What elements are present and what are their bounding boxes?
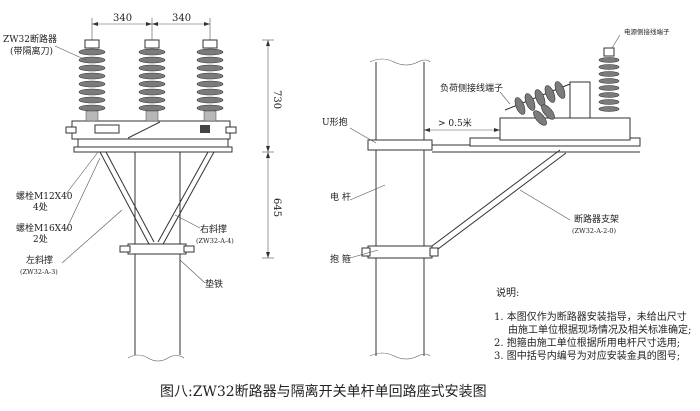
inclined-insulator <box>504 81 571 126</box>
dim-top-right: 340 <box>172 13 191 24</box>
u-bolt <box>367 139 433 151</box>
hoop-side <box>367 245 433 259</box>
label-washer: 垫铁 <box>205 278 223 290</box>
label-hoop: 抱 箍 <box>330 253 351 265</box>
label-pole: 电 杆 <box>330 191 351 203</box>
label-bolt2-line2: 2处 <box>33 233 48 245</box>
label-left-brace-code: (ZW32-A-3) <box>20 268 58 276</box>
dim-top-left: 340 <box>113 13 132 24</box>
pole-front <box>127 150 185 362</box>
figure-caption: 图八:ZW32断路器与隔离开关单杆单回路座式安装图 <box>160 383 487 400</box>
notes-title: 说明: <box>496 286 519 299</box>
label-power-terminal: 电源侧接线端子 <box>624 27 670 36</box>
dim-right-lower: 645 <box>271 198 282 217</box>
label-bolt1-line1: 螺栓M12X40 <box>16 190 73 202</box>
dim-right-upper: 730 <box>271 90 282 109</box>
label-distance: > 0.5米 <box>438 117 472 129</box>
notes-block: 说明: 1. 本图仅作为断路器安装指导，未给出尺寸 由施工单位根据现场情况及相关… <box>494 286 691 362</box>
front-view: 340 340 <box>3 13 282 362</box>
braces-front <box>99 151 215 255</box>
hoop-front <box>127 243 187 255</box>
insulators-front <box>78 39 224 122</box>
label-right-brace: 右斜撑 <box>200 223 227 235</box>
label-u-bolt: U形抱 <box>322 116 348 128</box>
label-breaker-line2: (带隔离刀) <box>10 45 53 57</box>
breaker-side-body <box>499 117 631 141</box>
label-bolt1-line2: 4处 <box>33 201 48 213</box>
label-left-brace: 左斜撑 <box>26 254 53 266</box>
note-1b: 由施工单位根据现场情况及相关标准确定; <box>508 323 691 336</box>
pole-side <box>369 58 431 360</box>
side-view: > 0.5米 电源侧接线端子 负荷侧接线端子 U形抱 电 杆 抱 箍 断路器支架… <box>322 27 670 360</box>
note-1a: 1. 本图仅作为断路器安装指导，未给出尺寸 <box>494 310 687 323</box>
note-2: 2. 抱箍由施工单位根据所用电杆尺寸选用; <box>494 336 680 349</box>
vertical-insulator <box>598 47 620 112</box>
label-load-terminal: 负荷侧接线端子 <box>440 82 503 94</box>
label-right-brace-code: (ZW32-A-4) <box>196 237 234 245</box>
label-bracket: 断路器支架 <box>574 213 619 225</box>
label-breaker-line1: ZW32断路器 <box>3 33 57 45</box>
note-3: 3. 图中括号内编号为对应安装金具的图号; <box>494 349 680 362</box>
label-bracket-code: (ZW32-A-2-0) <box>572 227 617 235</box>
label-bolt2-line1: 螺栓M16X40 <box>16 222 73 234</box>
